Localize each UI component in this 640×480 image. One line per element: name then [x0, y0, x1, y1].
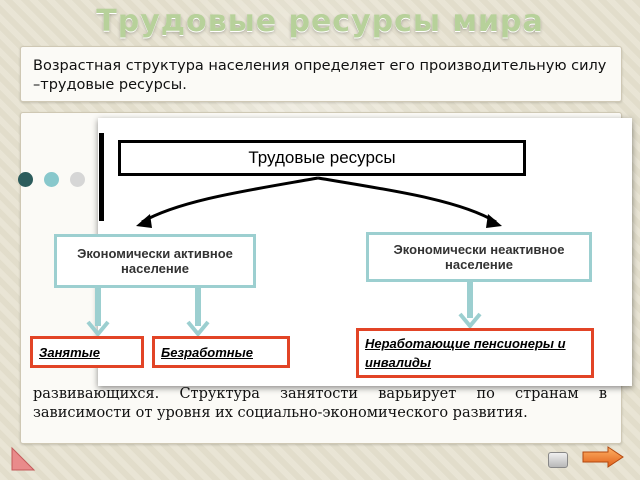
arrow-root-to-active — [141, 176, 319, 224]
node-employed: Занятые — [30, 336, 144, 368]
arrow-head-inactive — [486, 214, 502, 228]
slide-title: Трудовые ресурсы мира — [96, 4, 544, 39]
intro-text: Возрастная структура населения определяе… — [33, 58, 607, 93]
arrow-root-to-inactive — [317, 176, 497, 224]
node-labor-resources: Трудовые ресурсы — [118, 140, 526, 176]
arrow-head-employed — [86, 320, 110, 338]
divider-bar — [99, 133, 104, 221]
node-active-population: Экономически активное население — [54, 234, 256, 288]
arrow-head-unemployed — [186, 320, 210, 338]
dot-dark-icon — [18, 172, 33, 187]
dot-grey-icon — [70, 172, 85, 187]
node-pensioners: Неработающие пенсионеры и инвалиды — [356, 328, 594, 378]
intro-panel: Возрастная структура населения определяе… — [20, 46, 622, 102]
arrow-head-active — [136, 214, 152, 228]
arrow-head-pensioners — [458, 312, 482, 330]
corner-decoration-icon — [11, 446, 36, 471]
arrow-right-icon[interactable] — [582, 446, 624, 468]
body-text: развивающихся. Структура занятости варьи… — [33, 386, 607, 421]
dot-teal-icon — [44, 172, 59, 187]
node-unemployed: Безработные — [152, 336, 290, 368]
node-inactive-population: Экономически неактивное население — [366, 232, 592, 282]
home-icon[interactable] — [548, 452, 568, 468]
